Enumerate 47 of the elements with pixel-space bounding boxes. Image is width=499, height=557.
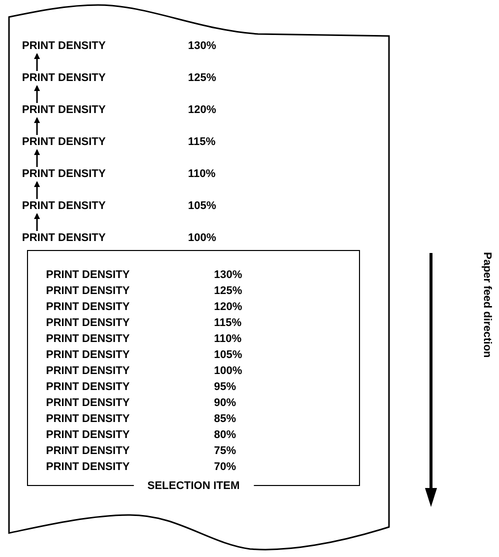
arrow xyxy=(34,213,40,231)
density-value: 70% xyxy=(214,461,236,474)
setting-value: 120% xyxy=(188,104,216,117)
setting-name: PRINT DENSITY xyxy=(46,301,130,314)
setting-name: PRINT DENSITY xyxy=(46,333,130,346)
density-value: 100% xyxy=(214,365,242,378)
density-value: 110% xyxy=(214,333,242,346)
axis-label: Paper feed direction xyxy=(480,252,493,358)
density-value: 90% xyxy=(214,397,236,410)
setting-name: PRINT DENSITY xyxy=(46,269,130,282)
density-value: 115% xyxy=(214,317,242,330)
setting-value: 100% xyxy=(188,232,216,245)
density-value: 120% xyxy=(214,301,242,314)
setting-value: 125% xyxy=(188,72,216,85)
setting-name: PRINT DENSITY xyxy=(46,461,130,474)
arrow xyxy=(34,181,40,199)
density-value: 80% xyxy=(214,429,236,442)
setting-value: 115% xyxy=(188,136,216,149)
setting-name: PRINT DENSITY xyxy=(46,381,130,394)
setting-value: 110% xyxy=(188,168,216,181)
setting-name: PRINT DENSITY xyxy=(46,365,130,378)
setting-name: PRINT DENSITY xyxy=(22,40,106,53)
setting-name: PRINT DENSITY xyxy=(22,104,106,117)
setting-name: PRINT DENSITY xyxy=(46,413,130,426)
setting-name: PRINT DENSITY xyxy=(22,168,106,181)
setting-name: PRINT DENSITY xyxy=(22,232,106,245)
setting-name: PRINT DENSITY xyxy=(22,72,106,85)
arrow xyxy=(34,85,40,103)
density-value: 75% xyxy=(214,445,236,458)
setting-name: PRINT DENSITY xyxy=(46,397,130,410)
setting-name: PRINT DENSITY xyxy=(46,285,130,298)
setting-value: 130% xyxy=(188,40,216,53)
density-value: 95% xyxy=(214,381,236,394)
density-value: 85% xyxy=(214,413,236,426)
setting-name: PRINT DENSITY xyxy=(46,445,130,458)
setting-name: PRINT DENSITY xyxy=(46,349,130,362)
density-value: 105% xyxy=(214,349,242,362)
setting-value: 105% xyxy=(188,200,216,213)
setting-name: PRINT DENSITY xyxy=(46,317,130,330)
density-value: 125% xyxy=(214,285,242,298)
arrow xyxy=(34,149,40,167)
setting-name: PRINT DENSITY xyxy=(22,200,106,213)
arrow xyxy=(34,117,40,135)
arrow xyxy=(34,53,40,71)
density-value: 130% xyxy=(214,269,242,282)
setting-name: PRINT DENSITY xyxy=(22,136,106,149)
setting-name: PRINT DENSITY xyxy=(46,429,130,442)
